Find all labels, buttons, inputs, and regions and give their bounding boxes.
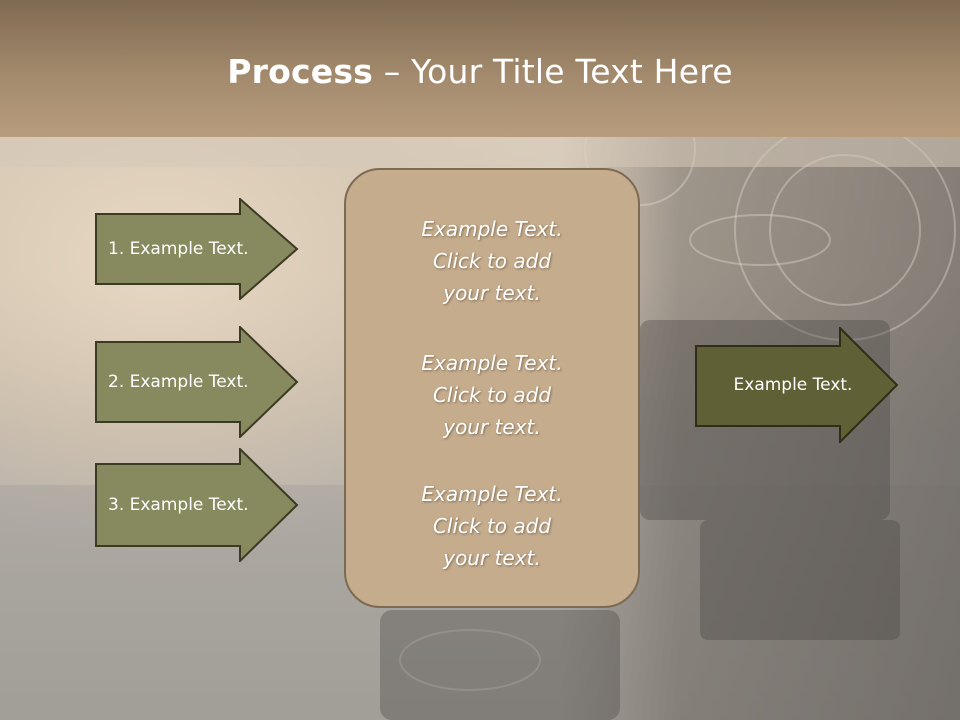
center-line: Click to add <box>432 514 552 538</box>
center-line: Click to add <box>432 383 552 407</box>
step-arrow-label: 1. Example Text. <box>108 239 249 259</box>
arrow-shape <box>95 198 299 300</box>
slide-title[interactable]: Process – Your Title Text Here <box>0 52 960 91</box>
step-arrow-label: 2. Example Text. <box>108 372 249 392</box>
title-bold: Process <box>227 52 374 91</box>
center-line: Example Text. <box>421 351 563 375</box>
center-line: Example Text. <box>421 217 563 241</box>
center-text-block-1[interactable]: Example Text. Click to add your text. <box>344 213 640 309</box>
center-text-box[interactable] <box>344 168 640 608</box>
arrow-shape <box>95 448 299 562</box>
step-arrow-label: 3. Example Text. <box>108 495 249 515</box>
arrow-shape <box>95 326 299 438</box>
title-rest: – Your Title Text Here <box>373 52 733 91</box>
step-arrow-2[interactable]: 2. Example Text. <box>95 326 299 438</box>
step-arrow-3[interactable]: 3. Example Text. <box>95 448 299 562</box>
center-line: Example Text. <box>421 482 563 506</box>
center-text-block-2[interactable]: Example Text. Click to add your text. <box>344 347 640 443</box>
center-text-block-3[interactable]: Example Text. Click to add your text. <box>344 478 640 574</box>
result-arrow-label: Example Text. <box>733 375 853 395</box>
center-line: your text. <box>443 415 541 439</box>
title-band-fade <box>0 137 960 167</box>
center-line: your text. <box>443 546 541 570</box>
center-line: your text. <box>443 281 541 305</box>
step-arrow-1[interactable]: 1. Example Text. <box>95 198 299 300</box>
arrow-shape <box>695 327 899 443</box>
center-line: Click to add <box>432 249 552 273</box>
title-band <box>0 0 960 137</box>
result-arrow[interactable]: Example Text. <box>695 327 899 443</box>
